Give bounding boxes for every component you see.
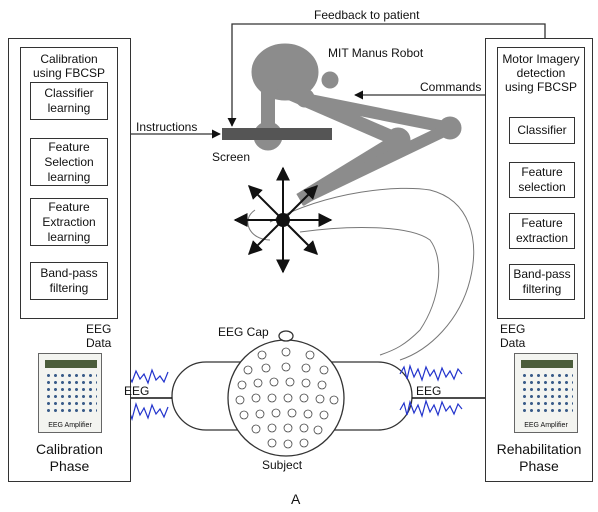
eeg-signal-right xyxy=(399,363,463,418)
calibration-fbcsp-block xyxy=(20,47,118,319)
motor-imagery-block xyxy=(497,47,585,319)
motor-imagery-heading: Motor Imagery detection using FBCSP xyxy=(502,52,580,94)
feedback-arrow xyxy=(227,23,546,127)
subject-label: Subject xyxy=(262,458,303,472)
box-feature-extraction-learning: Feature Extraction learning xyxy=(30,198,108,246)
box-feature-extraction: Feature extraction xyxy=(509,213,575,249)
eeg-data-label-right: EEG Data xyxy=(500,322,526,350)
commands-label: Commands xyxy=(420,80,482,94)
eeg-cap-label: EEG Cap xyxy=(218,325,269,339)
eeg-data-label-left: EEG Data xyxy=(86,322,112,350)
rehabilitation-phase-title: Rehabilitation Phase xyxy=(496,441,582,474)
box-classifier-learning: Classifier learning xyxy=(30,82,108,120)
screen-label: Screen xyxy=(212,150,251,164)
eeg-amplifier-right: EEG Amplifier xyxy=(514,353,578,433)
calibration-heading: Calibration using FBCSP xyxy=(32,52,106,80)
subject-head xyxy=(171,330,413,457)
amplifier-label-left: EEG Amplifier xyxy=(48,422,92,429)
eeg-amplifier-left: EEG Amplifier xyxy=(38,353,102,433)
box-feature-selection: Feature selection xyxy=(509,162,575,198)
amplifier-label-right: EEG Amplifier xyxy=(524,422,568,429)
eeg-electrodes xyxy=(235,347,339,449)
calibration-phase-title: Calibration Phase xyxy=(36,441,103,474)
box-classifier: Classifier xyxy=(509,117,575,144)
box-bandpass-filtering-left: Band-pass filtering xyxy=(30,262,108,300)
screen-display xyxy=(222,128,332,140)
subject-arm-outline xyxy=(247,187,475,361)
robot-arm xyxy=(251,43,462,206)
box-feature-selection-learning: Feature Selection learning xyxy=(30,138,108,186)
eeg-label-left: EEG xyxy=(124,384,150,398)
feedback-label: Feedback to patient xyxy=(314,8,420,22)
robot-label: MIT Manus Robot xyxy=(328,46,424,60)
figure-caption: A xyxy=(291,491,301,507)
eeg-label-right: EEG xyxy=(416,384,442,398)
box-bandpass-filtering-right: Band-pass filtering xyxy=(509,264,575,300)
instructions-label: Instructions xyxy=(136,120,198,134)
target-star xyxy=(233,166,333,274)
